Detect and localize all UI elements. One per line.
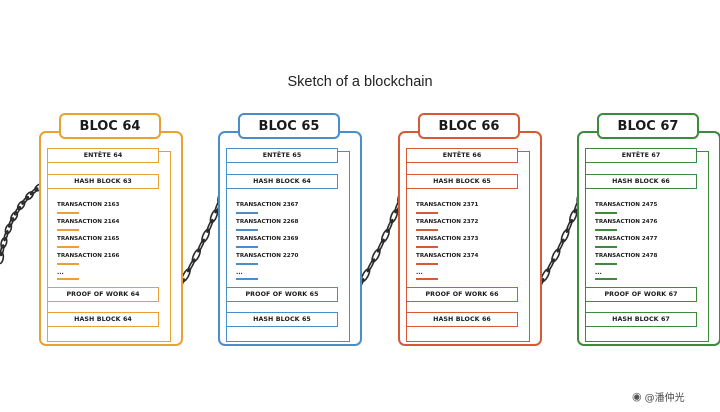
block-hash-field: HASH BLOCK 67 [585,312,697,327]
chain-link [360,268,371,283]
block-header-field: ENTÊTE 64 [47,148,159,163]
chain-link [386,218,394,234]
proof-of-work-field: PROOF OF WORK 67 [585,287,697,302]
chain-link [21,195,30,205]
chain-link [556,238,565,253]
weibo-icon: ◉ [632,389,642,403]
more-transactions: ... [57,270,157,280]
block-label: BLOC 65 [238,113,340,139]
transaction-item: TRANSACTION 2475 [595,202,695,219]
more-transactions: ... [236,270,336,280]
chain-link [4,223,13,235]
diagram-title: Sketch of a blockchain [287,74,433,90]
chain-link [0,251,5,265]
previous-hash-field: HASH BLOCK 63 [47,174,159,189]
previous-hash-field: HASH BLOCK 65 [406,174,518,189]
chain-link [389,208,399,224]
chain-link [546,258,555,273]
transaction-item: TRANSACTION 2371 [416,202,516,219]
block-65: BLOC 65 ENTÊTE 65 HASH BLOCK 64 TRANSACT… [218,113,362,346]
more-transactions: ... [595,270,695,280]
watermark-text: @潘仲光 [644,392,685,404]
chain-link [551,248,561,263]
block-hash-field: HASH BLOCK 66 [406,312,518,327]
chain-link [366,258,376,273]
chain-link [24,191,35,201]
previous-hash-field: HASH BLOCK 64 [226,174,338,189]
previous-hash-field: HASH BLOCK 66 [585,174,697,189]
transaction-item: TRANSACTION 2373 [416,236,516,253]
more-transactions: ... [416,270,516,280]
transaction-item: TRANSACTION 2476 [595,219,695,236]
chain-link [0,236,8,249]
transaction-item: TRANSACTION 2268 [236,219,336,236]
chain-link [7,217,15,228]
block-label: BLOC 64 [59,113,161,139]
chain-link [191,248,201,263]
chain-link [376,238,385,253]
chain-link [201,228,211,243]
block-hash-field: HASH BLOCK 65 [226,312,338,327]
transaction-item: TRANSACTION 2163 [57,202,157,219]
chain-link [16,200,26,211]
block-66: BLOC 66 ENTÊTE 66 HASH BLOCK 65 TRANSACT… [398,113,542,346]
proof-of-work-field: PROOF OF WORK 66 [406,287,518,302]
transaction-item: TRANSACTION 2369 [236,236,336,253]
block-header-field: ENTÊTE 67 [585,148,697,163]
transaction-item: TRANSACTION 2372 [416,219,516,236]
transaction-item: TRANSACTION 2165 [57,236,157,253]
transaction-item: TRANSACTION 2478 [595,253,695,270]
chain-link [565,218,573,234]
chain-link [197,238,206,253]
transaction-item: TRANSACTION 2477 [595,236,695,253]
transaction-item: TRANSACTION 2270 [236,253,336,270]
block-label: BLOC 67 [597,113,699,139]
transaction-list: TRANSACTION 2367 TRANSACTION 2268 TRANSA… [236,202,336,280]
block-hash-field: HASH BLOCK 64 [47,312,159,327]
transaction-list: TRANSACTION 2475 TRANSACTION 2476 TRANSA… [595,202,695,280]
chain-link [569,208,578,224]
transaction-item: TRANSACTION 2374 [416,253,516,270]
proof-of-work-field: PROOF OF WORK 64 [47,287,159,302]
chain-link [3,229,9,242]
block-header-field: ENTÊTE 66 [406,148,518,163]
chain-link [0,244,5,257]
chain-link [206,218,214,234]
chain-link [187,258,196,273]
transaction-list: TRANSACTION 2163 TRANSACTION 2164 TRANSA… [57,202,157,280]
block-label: BLOC 66 [418,113,520,139]
block-header-field: ENTÊTE 65 [226,148,338,163]
proof-of-work-field: PROOF OF WORK 65 [226,287,338,302]
transaction-item: TRANSACTION 2367 [236,202,336,219]
chain-link [13,205,22,216]
transaction-item: TRANSACTION 2166 [57,253,157,270]
block-67: BLOC 67 ENTÊTE 67 HASH BLOCK 66 TRANSACT… [577,113,720,346]
chain-link [10,211,19,222]
chain-link [560,228,570,243]
chain-link [371,248,381,263]
watermark: ◉ @潘仲光 [632,388,718,404]
transaction-item: TRANSACTION 2164 [57,219,157,236]
chain-link [209,208,219,224]
block-64: BLOC 64 ENTÊTE 64 HASH BLOCK 63 TRANSACT… [39,113,183,346]
transaction-list: TRANSACTION 2371 TRANSACTION 2372 TRANSA… [416,202,516,280]
chain-link [29,187,39,196]
chain-link [380,228,390,243]
